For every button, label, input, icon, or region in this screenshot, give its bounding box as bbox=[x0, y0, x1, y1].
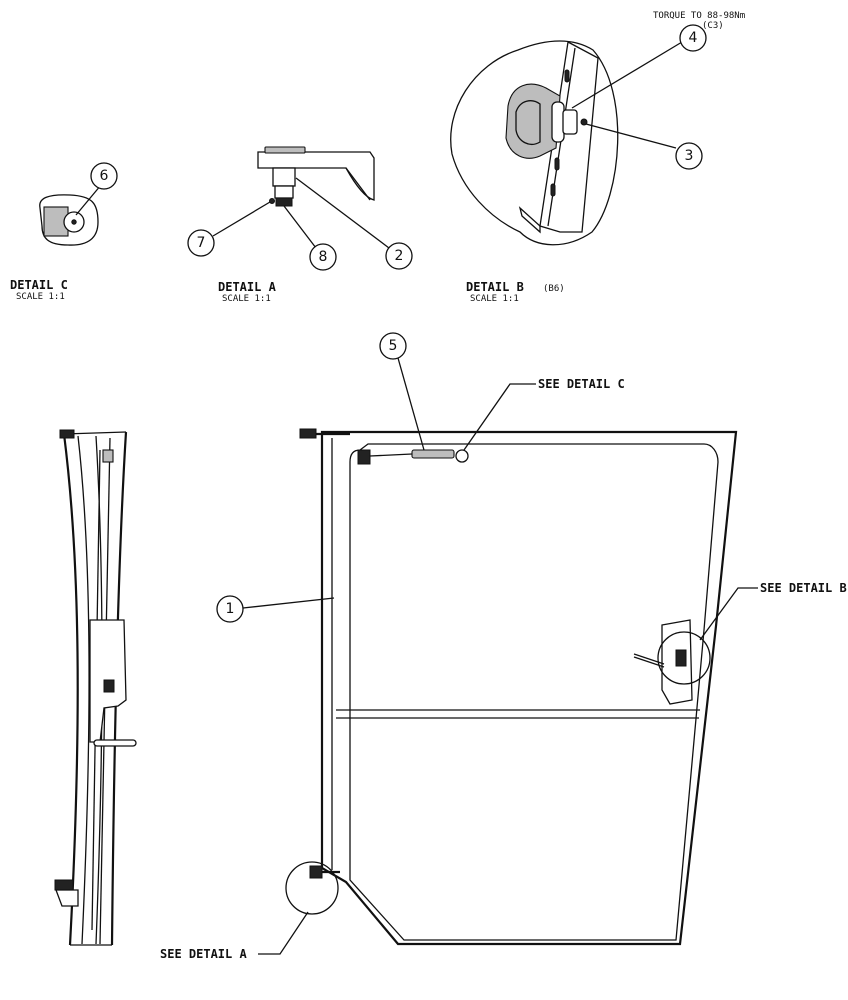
detail-b-outline bbox=[450, 40, 619, 246]
gas-strut-rod bbox=[369, 453, 413, 457]
detail-a-collar bbox=[274, 185, 294, 199]
detail-a-cotter bbox=[269, 198, 275, 204]
leader-4 bbox=[571, 41, 683, 109]
callout-7-circle bbox=[187, 229, 215, 257]
detail-a-title: DETAIL A bbox=[218, 280, 277, 294]
detail-a-bracket-edge bbox=[345, 167, 371, 201]
detail-b-scale: SCALE 1:1 bbox=[470, 294, 519, 304]
detail-b-latch bbox=[505, 83, 561, 159]
callout-4-circle bbox=[679, 24, 707, 52]
see-detail-b: SEE DETAIL B bbox=[760, 581, 847, 595]
callout-2: 2 bbox=[395, 248, 404, 264]
top-hinge bbox=[299, 428, 317, 439]
callout-2-circle bbox=[385, 242, 413, 270]
side-view-top-hinge bbox=[59, 429, 75, 439]
detail-c-view: 6 DETAIL C SCALE 1:1 bbox=[10, 162, 118, 302]
door-side-view bbox=[54, 429, 137, 946]
leader-7 bbox=[212, 201, 271, 237]
door-inner-frame bbox=[349, 443, 719, 941]
door-outer-frame bbox=[320, 430, 738, 946]
gas-strut-ball bbox=[455, 449, 469, 463]
side-view-inner-1 bbox=[77, 435, 90, 945]
leader-see-b bbox=[699, 587, 758, 641]
detail-b-marker bbox=[657, 631, 711, 685]
detail-a-marker bbox=[285, 861, 339, 915]
detail-b-nut bbox=[562, 109, 578, 135]
leader-2 bbox=[295, 177, 390, 249]
detail-b-panel bbox=[539, 40, 599, 233]
detail-b-title: DETAIL B bbox=[466, 280, 524, 294]
callout-7: 7 bbox=[197, 235, 206, 251]
detail-c-bracket bbox=[39, 194, 99, 246]
detail-a-washer bbox=[264, 146, 306, 154]
callout-3: 3 bbox=[685, 148, 694, 164]
side-view-upper-clip bbox=[102, 449, 114, 463]
detail-b-slot-1 bbox=[564, 69, 570, 83]
detail-b-slot-3 bbox=[550, 183, 556, 197]
detail-b-view: 4 3 TORQUE TO 88-98Nm (C3) DETAIL B (B6)… bbox=[450, 11, 745, 304]
detail-b-flange bbox=[518, 206, 541, 234]
bottom-hinge bbox=[309, 865, 323, 879]
callout-1: 1 bbox=[226, 601, 235, 617]
detail-a-pin bbox=[272, 167, 296, 187]
leader-see-a bbox=[258, 911, 309, 955]
leader-3 bbox=[585, 123, 677, 149]
callout-8: 8 bbox=[319, 249, 328, 265]
callout-3-circle bbox=[675, 142, 703, 170]
callout-8-circle bbox=[309, 243, 337, 271]
gas-strut-mount bbox=[357, 449, 371, 465]
callout-1-circle bbox=[216, 595, 244, 623]
detail-a-scale: SCALE 1:1 bbox=[222, 294, 271, 304]
detail-b-bolt-end bbox=[580, 118, 588, 126]
detail-b-washer bbox=[551, 101, 565, 143]
detail-b-slot-2 bbox=[554, 157, 560, 171]
detail-b-latch-detail bbox=[515, 100, 541, 145]
torque-note: TORQUE TO 88-98Nm bbox=[653, 11, 745, 21]
leader-5 bbox=[397, 357, 425, 451]
callout-6: 6 bbox=[100, 168, 109, 184]
door-latch-bolt bbox=[675, 649, 687, 667]
callout-5-circle bbox=[379, 332, 407, 360]
callout-6-circle bbox=[90, 162, 118, 190]
side-view-bottom-hinge bbox=[54, 879, 74, 891]
detail-b-ref: (B6) bbox=[543, 284, 565, 294]
side-view-latch-button bbox=[103, 679, 115, 693]
see-detail-a: SEE DETAIL A bbox=[160, 947, 247, 961]
see-detail-c: SEE DETAIL C bbox=[538, 377, 625, 391]
detail-c-ball-center bbox=[71, 219, 77, 225]
door-front-view: 5 1 SEE DETAIL C SEE DETAIL B SEE DETAIL… bbox=[160, 332, 847, 961]
torque-ref: (C3) bbox=[702, 21, 724, 31]
leader-see-c bbox=[463, 383, 536, 451]
gas-strut-cylinder bbox=[411, 449, 455, 459]
side-view-handle bbox=[93, 739, 137, 747]
callout-5: 5 bbox=[389, 338, 398, 354]
callout-4: 4 bbox=[689, 30, 698, 46]
door-latch-lever bbox=[633, 653, 665, 665]
detail-c-title: DETAIL C bbox=[10, 278, 68, 292]
leader-8 bbox=[283, 205, 317, 249]
leader-1 bbox=[242, 597, 335, 609]
leader-6 bbox=[75, 184, 102, 216]
detail-a-nut bbox=[275, 197, 293, 207]
side-view-bottom-bracket bbox=[55, 889, 79, 907]
detail-a-view: 7 8 2 DETAIL A SCALE 1:1 bbox=[187, 146, 413, 304]
side-view-outer-left bbox=[62, 433, 79, 946]
detail-c-scale: SCALE 1:1 bbox=[16, 292, 65, 302]
